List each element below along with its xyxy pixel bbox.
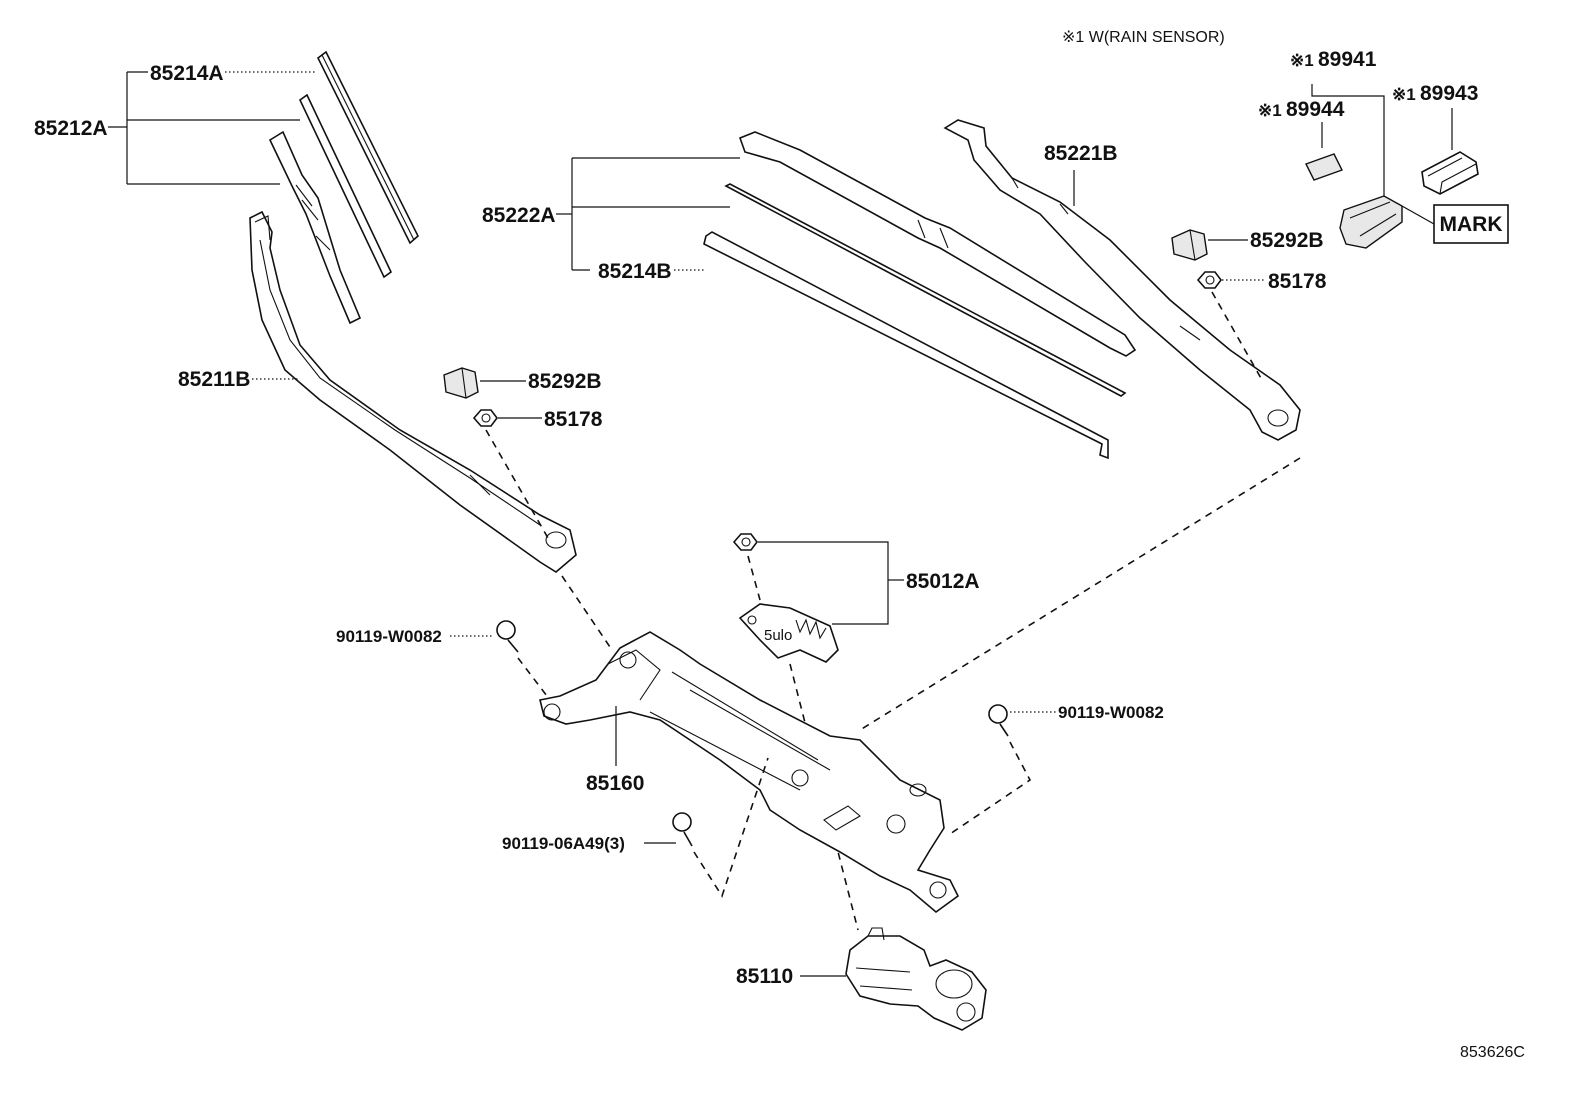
right-blade-rubber-85214b[interactable] (703, 231, 1109, 460)
bolt-90119-06a49[interactable] (672, 812, 693, 847)
bolt-90119-w0082-left[interactable] (496, 620, 519, 653)
label-89941-mark: ※1 (1290, 51, 1314, 70)
mark-callout: MARK (1433, 204, 1509, 244)
rain-sensor-pad-89944[interactable] (1305, 153, 1343, 181)
label-85178-left[interactable]: 85178 (544, 408, 603, 431)
left-wiper-arm-85211b[interactable] (249, 210, 577, 573)
label-89944-mark: ※1 (1258, 101, 1282, 120)
rain-sensor-note: ※1 W(RAIN SENSOR) (1062, 29, 1225, 46)
pivot-nut-85012a[interactable] (732, 533, 758, 551)
label-85160[interactable]: 85160 (586, 772, 644, 795)
mark-label: MARK (1440, 213, 1503, 236)
label-85292b-right[interactable]: 85292B (1250, 229, 1324, 252)
rain-sensor-89941[interactable] (1339, 195, 1403, 249)
label-90119-06a49[interactable]: 90119-06A49(3) (502, 834, 625, 853)
label-85292b-left[interactable]: 85292B (528, 370, 602, 393)
left-blade-insert[interactable] (298, 93, 393, 279)
pivot-stamp: 5ulo (764, 627, 792, 644)
label-85221b[interactable]: 85221B (1044, 142, 1118, 165)
right-blade-insert[interactable] (724, 183, 1127, 397)
label-90119-w0082-right[interactable]: 90119-W0082 (1058, 703, 1164, 722)
label-89943[interactable]: 89943 (1420, 82, 1478, 105)
label-85214a[interactable]: 85214A (150, 62, 224, 85)
right-cap-85292b[interactable] (1171, 229, 1208, 261)
label-85110[interactable]: 85110 (736, 965, 793, 988)
label-89941[interactable]: 89941 (1318, 48, 1377, 71)
label-89944[interactable]: 89944 (1286, 98, 1345, 121)
label-90119-w0082-left[interactable]: 90119-W0082 (336, 627, 442, 646)
pivot-assembly-85012a[interactable]: 5ulo (738, 603, 839, 663)
label-85178-right[interactable]: 85178 (1268, 270, 1327, 293)
label-85214b[interactable]: 85214B (598, 260, 672, 283)
right-nut-85178[interactable] (1196, 271, 1222, 289)
label-85212a[interactable]: 85212A (34, 117, 108, 140)
right-blade-assembly-85222a[interactable] (738, 131, 1137, 357)
left-blade-rubber-85214a[interactable] (316, 50, 419, 245)
label-89943-mark: ※1 (1392, 85, 1416, 104)
wiper-link-assembly-85160[interactable] (539, 631, 960, 914)
diagram-id: 853626C (1460, 1044, 1525, 1061)
label-85012a[interactable]: 85012A (906, 570, 980, 593)
wiper-motor-85110[interactable] (845, 927, 987, 1031)
left-blade-assembly-85212a[interactable] (268, 130, 362, 325)
left-cap-85292b[interactable] (443, 367, 479, 399)
right-wiper-arm-85221b[interactable] (943, 119, 1301, 441)
left-nut-85178[interactable] (472, 409, 498, 427)
label-85211b[interactable]: 85211B (178, 368, 250, 391)
rain-sensor-cover-89943[interactable] (1421, 151, 1479, 195)
bolt-90119-w0082-right[interactable] (988, 704, 1009, 737)
label-85222a[interactable]: 85222A (482, 204, 556, 227)
